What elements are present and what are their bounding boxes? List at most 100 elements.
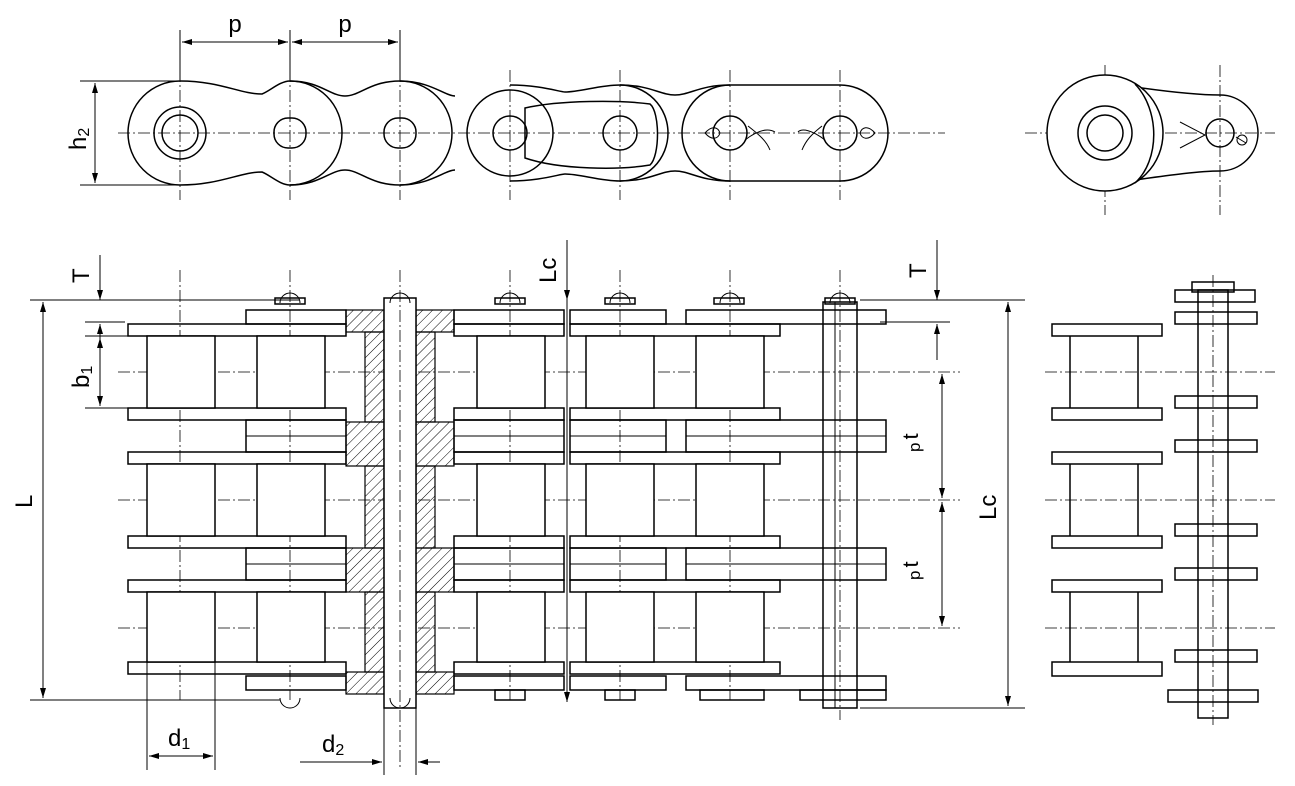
- inner-plate-r2-s2: [569, 451, 781, 465]
- inner-plate-r4-s1: [453, 579, 565, 593]
- pin-4: [492, 115, 528, 151]
- d2-label: d2: [322, 731, 344, 759]
- roller-strand1-0: [146, 463, 216, 537]
- inner-plate-r0-s2: [569, 323, 781, 337]
- inner-plate-r5-s0: [127, 661, 347, 675]
- outer-plate-r3-s3: [685, 675, 887, 691]
- link-plate-outline-2: [289, 80, 453, 186]
- section-plate-3r: [415, 547, 455, 593]
- inner-plate-r3-s1: [453, 535, 565, 549]
- roller-strand0-3: [585, 335, 655, 409]
- section-plate-3l: [345, 547, 385, 593]
- roller-strand2-2: [476, 591, 546, 663]
- cotter-pin-left: [704, 127, 721, 139]
- sv-outer-plate-4: [1174, 567, 1258, 581]
- bottom-right-side-view: [1045, 275, 1275, 725]
- pt-upper-label: pt: [898, 433, 924, 452]
- roller-strand0-2: [476, 335, 546, 409]
- pin5-tail: [604, 689, 636, 701]
- pin-2: [273, 117, 307, 149]
- section-plate-2l: [345, 421, 385, 467]
- section-bush-3r: [415, 591, 436, 673]
- sv-outer-plate-1: [1174, 395, 1258, 409]
- pt-lower-label: pt: [898, 561, 924, 580]
- inner-plate-r1-s2: [569, 407, 781, 421]
- roller-strand2-1: [256, 591, 326, 663]
- link-plate-outline-3: [399, 80, 456, 186]
- sectioned-pin: [345, 270, 455, 770]
- sv-plates: [1051, 311, 1258, 677]
- section-bush-2r: [415, 465, 436, 549]
- link-plate-outline-6: [681, 84, 889, 182]
- inner-plate-r1-s0: [127, 407, 347, 421]
- section-plate-4l: [345, 671, 385, 695]
- roller-strand0-4: [695, 335, 765, 409]
- top-side-view: p p h2: [65, 11, 945, 200]
- inner-plate-r4-s2: [569, 579, 781, 593]
- inner-plate-r2-s0: [127, 451, 347, 465]
- T-right-label: T: [905, 263, 932, 278]
- roller-strand1-1: [256, 463, 326, 537]
- endview-pin-right: [1205, 118, 1235, 148]
- inner-plate-r0-s0: [127, 323, 347, 337]
- link-plate-outline-5: [619, 84, 731, 182]
- roller-strand0-0: [146, 335, 216, 409]
- outer-plate-r0-s3: [685, 309, 887, 325]
- offset-plate: [524, 100, 659, 169]
- pin7-end-arc: [829, 292, 851, 304]
- pin2-end-arc-bottom: [279, 697, 301, 709]
- bushing-1: [153, 106, 207, 160]
- T-left-label: T: [68, 268, 95, 283]
- right-pin-cotter-bar: [799, 689, 887, 701]
- outer-plate-r0-s0: [245, 309, 347, 325]
- roller-strand2-4: [695, 591, 765, 663]
- roller-strand1-3: [585, 463, 655, 537]
- pitch-label-left: p: [228, 11, 241, 38]
- right-pin-head: [824, 297, 856, 305]
- inner-plate-r2-s1: [453, 451, 565, 465]
- pin5-end-arc: [609, 292, 631, 304]
- cotter-pin-legs-left: [744, 125, 776, 151]
- pitch-label-right: p: [338, 11, 351, 38]
- inner-plate-r0-s1: [453, 323, 565, 337]
- inner-plate-r3-s0: [127, 535, 347, 549]
- pin2-head: [274, 297, 306, 305]
- sv-pin-head: [1174, 289, 1256, 303]
- endview-pin: [1086, 114, 1124, 152]
- cotter-pin-right: [859, 127, 876, 139]
- roller-outline-4: [466, 89, 554, 177]
- sv-outer-plate-2: [1174, 439, 1258, 453]
- pin6-head: [713, 297, 745, 305]
- L-label: L: [11, 495, 38, 508]
- endview-roller: [1046, 74, 1164, 192]
- sv-inner-plate-5: [1051, 661, 1163, 677]
- section-plate-2r: [415, 421, 455, 467]
- section-bush-1l: [364, 331, 385, 423]
- pin-6: [712, 115, 748, 151]
- Lc-right-label: Lc: [975, 495, 1002, 520]
- section-bush-3l: [364, 591, 385, 673]
- sv-inner-plate-2: [1051, 451, 1163, 465]
- endview-plate-edge: [1134, 83, 1155, 184]
- roller-strand2-3: [585, 591, 655, 663]
- outer-plate-r3-s2: [569, 675, 667, 691]
- sv-inner-plate-0: [1051, 323, 1163, 337]
- sv-inner-plate-4: [1051, 579, 1163, 593]
- link-plate-outline-4: [509, 84, 669, 182]
- lc-top-label: Lc: [535, 258, 562, 283]
- section-plate-1r: [415, 309, 455, 333]
- b1-label: b1: [68, 366, 96, 388]
- pin4-head: [494, 297, 526, 305]
- endview-cotter-eye: [1236, 134, 1248, 146]
- sv-pin-cap: [1191, 281, 1235, 293]
- endview-bushing: [1077, 105, 1133, 161]
- inner-plate-r5-s2: [569, 661, 781, 675]
- pin-3: [383, 117, 417, 149]
- sv-cotter-bar: [1167, 689, 1259, 703]
- roller-strand1-4: [695, 463, 765, 537]
- outer-plate-r0-s2: [569, 309, 667, 325]
- cotter-pin-legs-right: [797, 125, 826, 151]
- outer-plate-r0-s1: [453, 309, 565, 325]
